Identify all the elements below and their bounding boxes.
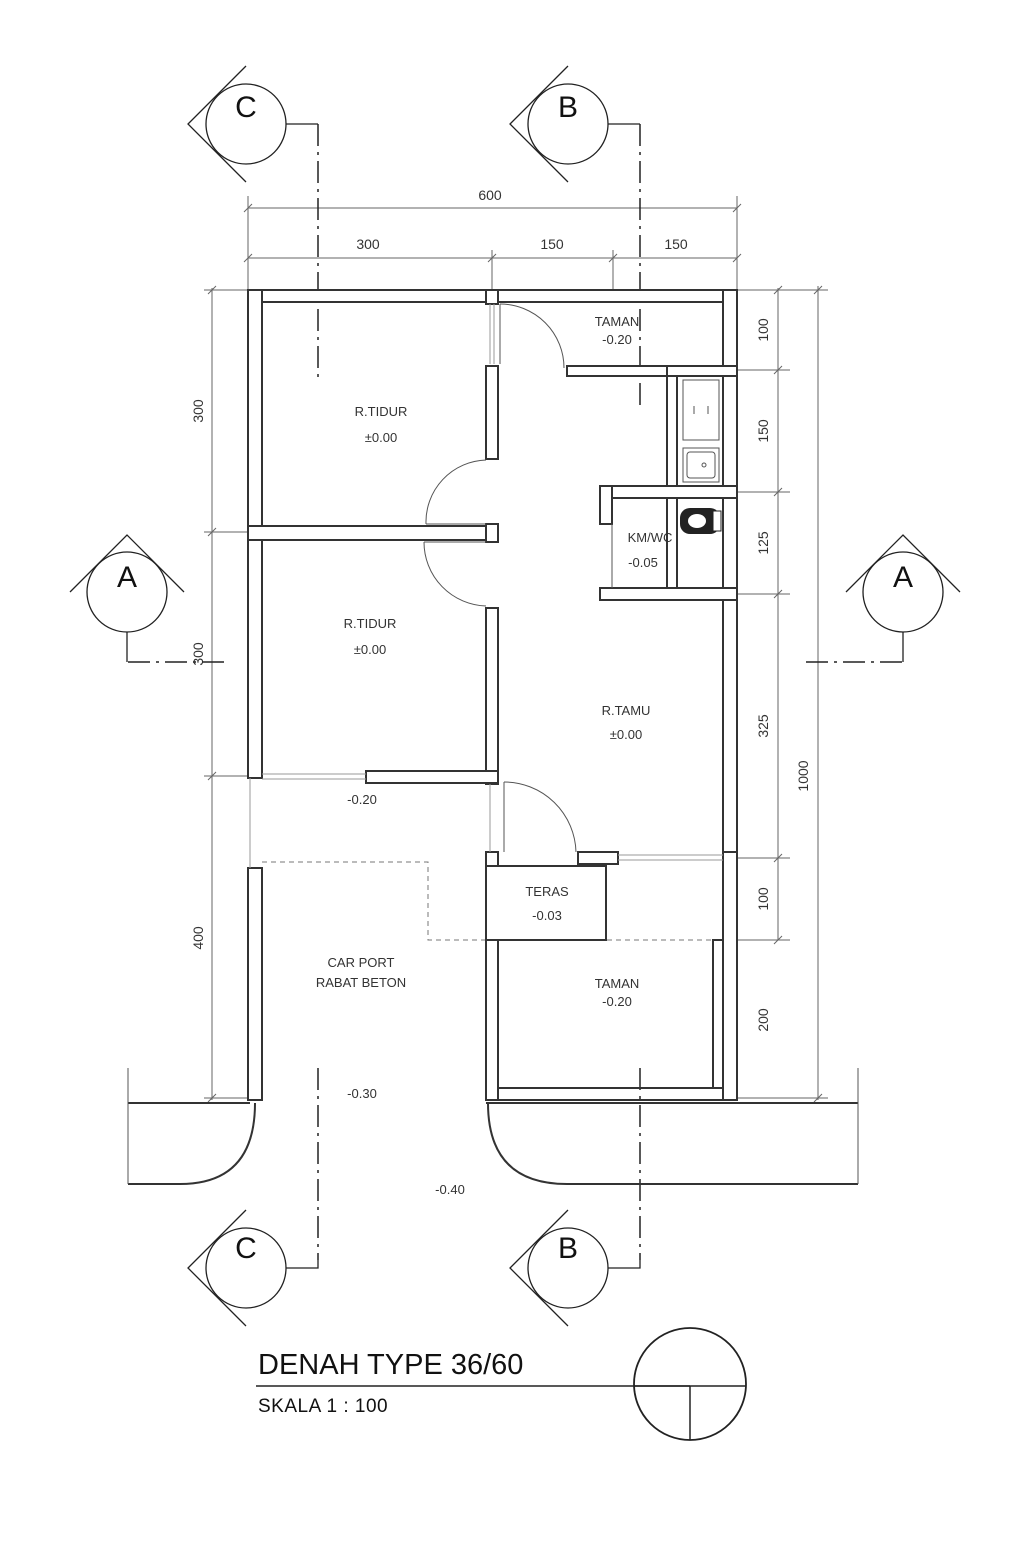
drawing-scale: SKALA 1 : 100 [258,1396,388,1417]
sink-icon [682,447,720,483]
room-garden-back-level: -0.20 [602,332,632,347]
dim-top-part-1: 300 [356,236,380,252]
top-dimension-lines [243,196,742,290]
dim-top-part-3: 150 [664,236,688,252]
stove-icon [682,379,720,441]
carport-roof-outline [262,861,737,941]
room-bedroom-1-level: ±0.00 [365,430,397,445]
level-carport-edge: -0.30 [347,1086,377,1101]
section-marker-b-bottom: B [509,1209,641,1327]
room-living-level: ±0.00 [610,727,642,742]
room-bedroom-1-name: R.TIDUR [355,404,408,419]
dim-right-1: 100 [755,318,771,342]
room-bedroom-2-name: R.TIDUR [344,616,397,631]
terrace-outline [485,865,607,941]
dim-left-2: 300 [190,642,206,666]
room-terrace-name: TERAS [525,884,569,899]
room-terrace-level: -0.03 [532,908,562,923]
dim-left-1: 300 [190,399,206,423]
dim-right-2: 150 [755,419,771,443]
section-marker-a-right: A [845,534,961,662]
dim-right-4: 325 [755,714,771,738]
room-bathroom-name: KM/WC [628,530,673,545]
section-label-c-top: C [235,91,257,124]
dim-left-3: 400 [190,926,206,950]
section-label-a-left: A [117,561,137,594]
dim-top-part-2: 150 [540,236,564,252]
room-carport-name-1: CAR PORT [328,955,395,970]
section-marker-c-top: C [187,65,318,183]
drawing-title: DENAH TYPE 36/60 [258,1349,523,1381]
room-bathroom-level: -0.05 [628,555,658,570]
room-carport-name-2: RABAT BETON [316,975,406,990]
section-axis-lines [128,124,902,1260]
level-below-bedroom: -0.20 [347,792,377,807]
dim-right-3: 125 [755,531,771,555]
section-label-b-top: B [558,91,578,124]
room-garden-front-level: -0.20 [602,994,632,1009]
doors [423,303,613,853]
section-marker-a-left: A [69,534,185,662]
level-street: -0.40 [435,1182,465,1197]
toilet-icon [680,508,722,534]
north-arrow-icon [633,1327,747,1441]
dim-top-total: 600 [478,187,502,203]
section-label-a-right: A [893,561,913,594]
room-garden-back-name: TAMAN [595,314,640,329]
windows [249,304,723,868]
dim-right-5: 100 [755,887,771,911]
walls [247,289,738,1101]
dim-right-total: 1000 [795,760,811,791]
right-dimension-lines [737,285,828,1103]
section-label-c-bottom: C [235,1232,257,1265]
room-living-name: R.TAMU [602,703,651,718]
street-boundary [127,1068,859,1185]
dim-right-6: 200 [755,1008,771,1032]
section-marker-c-bottom: C [187,1209,319,1327]
left-dimension-lines [204,285,248,1103]
section-label-b-bottom: B [558,1232,578,1265]
room-garden-front-name: TAMAN [595,976,640,991]
room-bedroom-2-level: ±0.00 [354,642,386,657]
section-marker-b-top: B [509,65,640,183]
